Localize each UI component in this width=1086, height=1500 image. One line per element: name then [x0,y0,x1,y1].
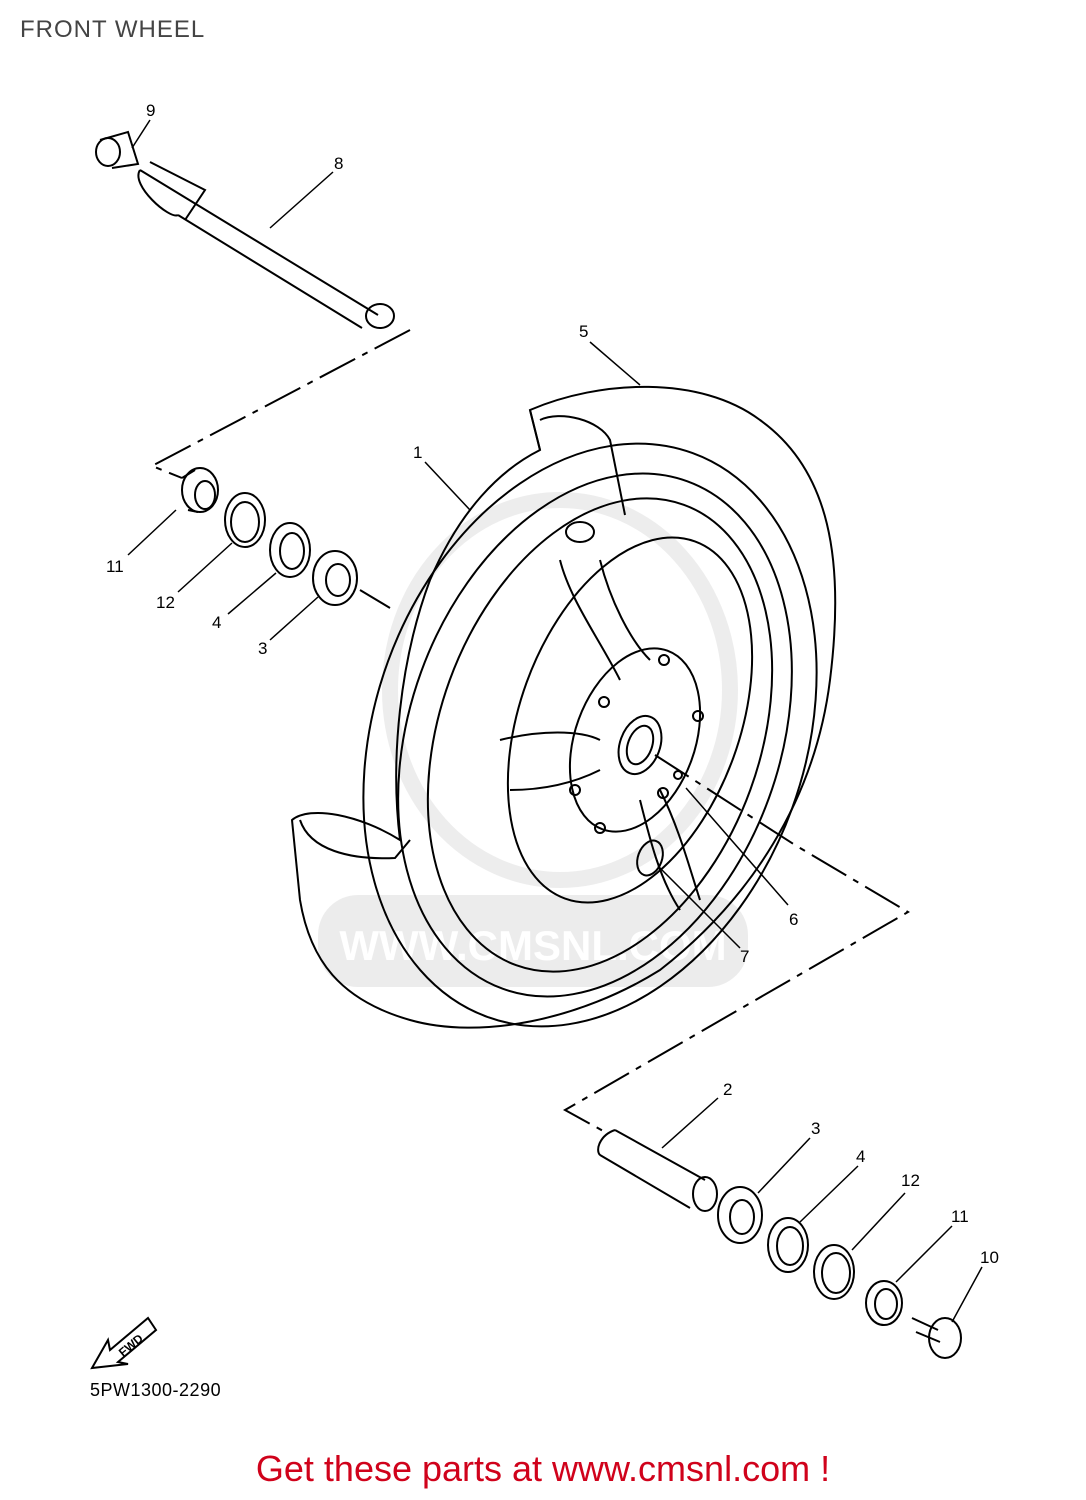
watermark-text: WWW.CMSNL.COM [339,922,726,969]
callout-4-left: 4 [212,613,221,632]
cta-link[interactable]: Get these parts at www.cmsnl.com ! [255,1448,831,1489]
callout-1: 1 [413,443,422,462]
left-parts [181,467,358,606]
callout-7: 7 [740,947,749,966]
left-bearing-4 [269,522,311,578]
left-collar [181,467,219,513]
valve-stem [636,839,664,877]
alignment-lines [149,329,910,1133]
callout-11-right: 11 [951,1207,969,1226]
callout-12-left: 12 [156,593,175,612]
page-title: FRONT WHEEL [20,16,206,43]
callout-3-left: 3 [258,639,267,658]
axle [137,161,395,329]
left-oil-seal [224,492,266,548]
leader-lines [127,119,983,1323]
rim-outer [362,442,818,1028]
diagram-code: 5PW1300-2290 [90,1380,222,1400]
right-oil-seal [813,1244,855,1300]
callout-4-right: 4 [856,1147,865,1166]
callout-6: 6 [789,910,798,929]
callout-11-left: 11 [106,557,124,576]
right-collar [865,1280,903,1326]
callout-10: 10 [980,1248,999,1267]
right-parts [597,1129,962,1359]
left-bearing-3 [312,550,358,606]
rim-inner [397,472,793,998]
right-bearing-4 [767,1217,809,1273]
wheel-assembly [290,385,837,1029]
spacer [597,1129,706,1209]
callout-12-right: 12 [901,1171,920,1190]
callout-3-right: 3 [811,1119,820,1138]
callout-2: 2 [723,1080,732,1099]
hub-bore [617,714,663,776]
callout-8: 8 [334,154,343,173]
hub-ring [568,647,702,833]
watermark: WWW.CMSNL.COM [318,492,748,987]
right-bearing-3 [717,1186,763,1244]
tire-outline [290,385,837,1029]
callout-5: 5 [579,322,588,341]
fwd-arrow-icon: FWD [90,1316,158,1370]
callout-9: 9 [146,101,155,120]
axle-cap [95,130,140,169]
bolt [911,1317,941,1343]
